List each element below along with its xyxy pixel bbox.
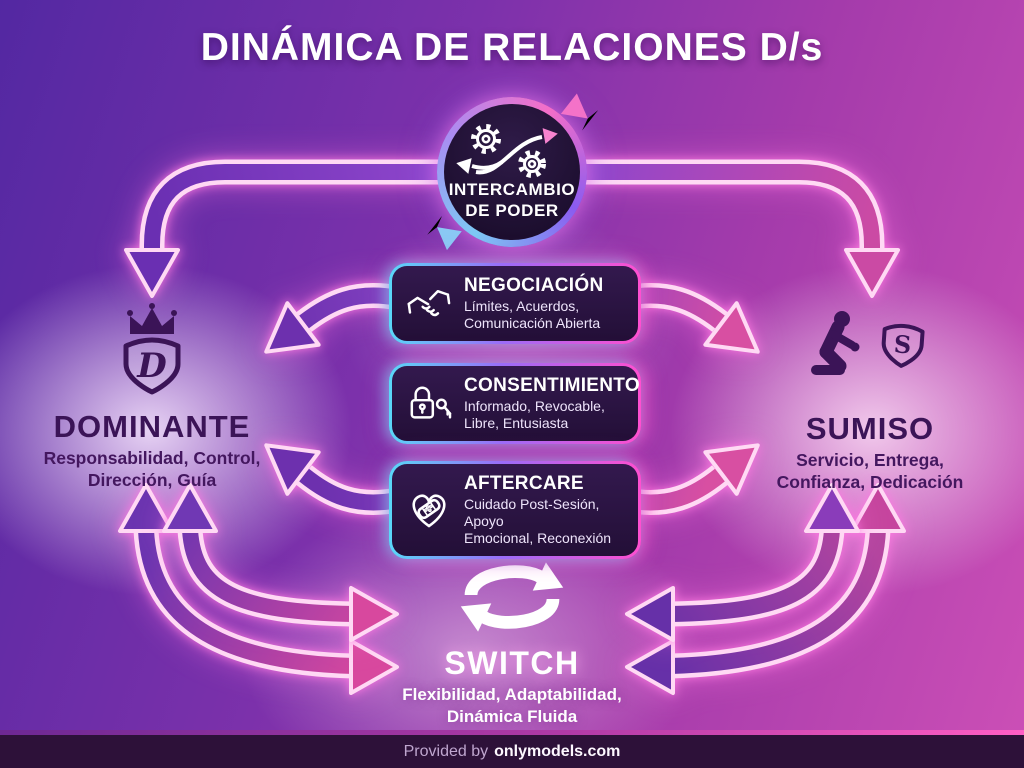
dominant-traits-line2: Dirección, Guía	[87, 470, 217, 491]
lock-key-icon	[404, 383, 454, 425]
pillar-desc-line2: Comunicación Abierta	[464, 314, 601, 331]
arrow-power-to-dominant	[124, 159, 440, 298]
arrow-aftercare-to-dominant	[264, 443, 401, 515]
power-exchange-label-line2: DE PODER	[465, 201, 559, 220]
gears-exchange-icon	[456, 124, 558, 179]
footer: Provided by onlymodels.com	[0, 735, 1024, 768]
submissive-block: S SUMISO Servicio, Entrega, Confianza, D…	[730, 306, 1010, 494]
switch-traits-line1: Flexibilidad, Adaptabilidad,	[402, 685, 622, 704]
submissive-traits-line2: Confianza, Dedicación	[776, 472, 964, 493]
dominant-label: DOMINANTE	[53, 409, 251, 444]
pillar-desc-line2: Emocional, Reconexión	[464, 530, 612, 546]
switch-block: SWITCH Flexibilidad, Adaptabilidad, Diná…	[332, 556, 692, 728]
pillar-desc-line1: Cuidado Post-Sesión, Apoyo	[464, 495, 600, 529]
bandaged-heart-icon	[404, 489, 454, 531]
arrow-dominant-switch-inner	[162, 483, 399, 642]
pillar-desc-line1: Informado, Revocable,	[464, 397, 605, 414]
pillar-title: NEGOCIACIÓN	[464, 275, 604, 296]
footer-prefix: Provided by	[403, 742, 489, 760]
switch-label: SWITCH	[444, 645, 580, 681]
power-exchange-node: INTERCAMBIO DE PODER	[427, 93, 599, 251]
submissive-label: SUMISO	[805, 411, 935, 446]
dominant-traits-line1: Responsabilidad, Control,	[43, 448, 261, 468]
footer-accent-line	[0, 730, 1024, 735]
handshake-icon	[404, 284, 454, 324]
page-title: DINÁMICA DE RELACIONES D/s	[200, 26, 824, 69]
arrow-negotiation-to-dominant	[264, 283, 401, 354]
dominant-block: D DOMINANTE Responsabilidad, Control, Di…	[12, 300, 292, 492]
swap-arrows-icon	[460, 562, 564, 632]
pillar-aftercare: AFTERCARE Cuidado Post-Sesión, Apoyo Emo…	[389, 461, 641, 560]
power-exchange-label-line1: INTERCAMBIO	[448, 180, 576, 200]
pillar-negotiation: NEGOCIACIÓN Límites, Acuerdos, Comunicac…	[389, 263, 641, 344]
pillar-desc-line1: Límites, Acuerdos,	[464, 297, 580, 314]
arrow-submissive-switch-inner	[625, 483, 860, 642]
arrow-submissive-switch-outer	[625, 483, 906, 695]
crown-shield-icon: D	[123, 303, 181, 395]
pillar-title: CONSENTIMIENTO	[464, 375, 640, 396]
pillar-desc-line2: Libre, Entusiasta	[464, 414, 569, 431]
submissive-monogram: S	[893, 329, 912, 359]
switch-traits-line2: Dinámica Fluida	[446, 707, 578, 727]
kneeling-figure-shield-icon: S	[811, 311, 925, 375]
pillar-consent: CONSENTIMIENTO Informado, Revocable, Lib…	[389, 363, 641, 444]
arrow-dominant-switch-outer	[118, 483, 399, 695]
submissive-traits-line1: Servicio, Entrega,	[796, 450, 944, 470]
footer-brand: onlymodels.com	[494, 742, 621, 760]
arrow-power-to-submissive	[584, 159, 900, 298]
dominant-monogram: D	[136, 346, 167, 386]
pillar-title: AFTERCARE	[464, 473, 584, 494]
